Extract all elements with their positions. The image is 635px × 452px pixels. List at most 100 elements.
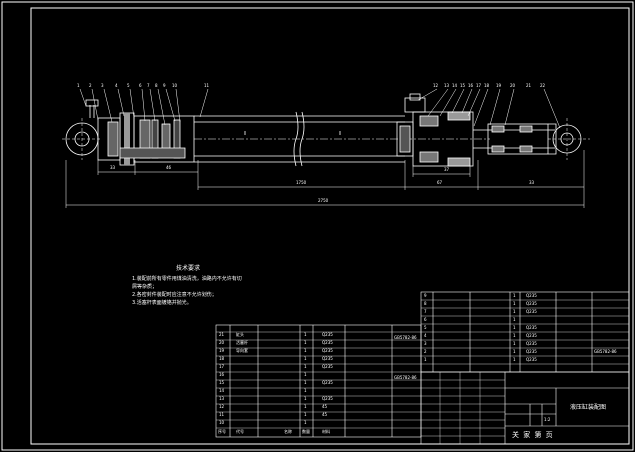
- bom-header-name: 名称: [284, 429, 292, 434]
- bom-row-qty: 1: [304, 340, 307, 345]
- bom-row-no: 10: [219, 420, 225, 425]
- bom-row-qty: 1: [513, 317, 516, 322]
- drawing-title: 液压缸装配图: [570, 404, 607, 411]
- bom-row-qty: 1: [304, 380, 307, 385]
- bom-std-code: GB5782-86: [394, 375, 417, 380]
- bom-row-material: Q235: [322, 396, 333, 401]
- bom-row-material: Q235: [322, 340, 333, 345]
- dim-right-section: 67: [437, 180, 443, 185]
- bom-row-material: Q235: [526, 301, 537, 306]
- bom-row-qty: 1: [513, 333, 516, 338]
- balloon-15: 15: [460, 83, 466, 88]
- balloon-4: 4: [115, 83, 118, 88]
- bom-row-no: 1: [424, 357, 427, 362]
- bom-row-no: 14: [219, 388, 225, 393]
- notes-title: 技术要求: [176, 265, 201, 272]
- bom-row-material: Q235: [322, 380, 333, 385]
- dim-rod-section: 37: [444, 167, 450, 172]
- bom-right-rows: [421, 299, 629, 365]
- bom-row-no: 9: [424, 293, 427, 298]
- balloon-13: 13: [444, 83, 450, 88]
- bom-row-no: 16: [219, 372, 225, 377]
- balloon-9: 9: [163, 83, 166, 88]
- balloon-17: 17: [476, 83, 482, 88]
- bom-row-no: 20: [219, 340, 225, 345]
- bom-row-name: 活塞杆: [236, 340, 248, 345]
- balloon-7: 7: [147, 83, 150, 88]
- bom-row-no: 17: [219, 364, 225, 369]
- balloon-10: 10: [172, 83, 178, 88]
- bom-row-material: Q235: [526, 325, 537, 330]
- bom-row-material: Q235: [526, 349, 537, 354]
- bom-row-qty: 1: [304, 412, 307, 417]
- bom-row-qty: 1: [304, 404, 307, 409]
- balloon-12: 12: [433, 83, 439, 88]
- sheet-stamp: 关 家 第 页: [512, 431, 554, 439]
- bom-row-no: 2: [424, 349, 427, 354]
- balloon-14: 14: [452, 83, 458, 88]
- cylinder-assembly: [62, 93, 590, 167]
- bom-row-material: Q235: [322, 364, 333, 369]
- balloon-5: 5: [127, 83, 130, 88]
- balloon-8: 8: [155, 83, 158, 88]
- bom-row-no: 12: [219, 404, 225, 409]
- balloon-11: 11: [204, 83, 210, 88]
- bom-row-no: 11: [219, 412, 225, 417]
- note-line-4: 3.活塞杆表面镀铬并抛光。: [132, 300, 192, 306]
- bom-row-name: 缸头: [236, 332, 244, 337]
- bom-row-no: 13: [219, 396, 225, 401]
- dim-left-piston: 46: [166, 165, 172, 170]
- bom-row-qty: 1: [304, 332, 307, 337]
- dim-left-end: 33: [110, 165, 116, 170]
- dim-stroke: 1750: [296, 180, 307, 185]
- bom-std-code: GB5782-86: [394, 335, 417, 340]
- bom-row-qty: 1: [304, 388, 307, 393]
- bom-row-no: 7: [424, 309, 427, 314]
- bom-row-qty: 1: [304, 420, 307, 425]
- balloon-1: 1: [77, 83, 80, 88]
- bom-row-qty: 1: [513, 301, 516, 306]
- bom-row-no: 5: [424, 325, 427, 330]
- bom-row-material: Q235: [322, 332, 333, 337]
- balloon-leaders: [79, 88, 561, 129]
- bom-row-qty: 1: [304, 356, 307, 361]
- balloon-18: 18: [484, 83, 490, 88]
- bom-header-material: 材料: [322, 429, 330, 434]
- bom-header-no: 序号: [218, 429, 226, 434]
- bom-row-qty: 1: [304, 348, 307, 353]
- bom-left-rows: [216, 331, 421, 429]
- bom-row-no: 21: [219, 332, 225, 337]
- bom-header-qty: 数量: [302, 429, 310, 434]
- balloon-21: 21: [526, 83, 532, 88]
- note-line-2: 屑等杂质；: [132, 284, 158, 290]
- balloon-16: 16: [468, 83, 474, 88]
- bom-row-material: 45: [322, 412, 328, 417]
- bom-row-no: 18: [219, 356, 225, 361]
- bom-row-qty: 1: [304, 364, 307, 369]
- bom-row-name: 导向套: [236, 348, 248, 353]
- dimension-lines: [65, 150, 585, 208]
- dim-overall-length: 2750: [318, 198, 329, 203]
- note-line-1: 1.装配前所有零件用煤油清洗，油路内不允许有切: [132, 276, 242, 282]
- bom-row-material: Q235: [526, 357, 537, 362]
- inner-frame: [30, 7, 630, 445]
- bom-row-qty: 1: [513, 309, 516, 314]
- bom-row-material: Q235: [322, 356, 333, 361]
- note-line-3: 2.各密封件装配时应注意不允许划伤；: [132, 292, 217, 298]
- balloon-22: 22: [540, 83, 546, 88]
- bom-row-no: 6: [424, 317, 427, 322]
- bom-row-material: 45: [322, 404, 328, 409]
- bom-row-material: Q235: [526, 341, 537, 346]
- bom-row-qty: 1: [513, 293, 516, 298]
- dim-right-end: 33: [529, 180, 535, 185]
- bom-row-qty: 1: [513, 341, 516, 346]
- bom-row-qty: 1: [513, 357, 516, 362]
- bom-row-material: Q235: [526, 309, 537, 314]
- bom-row-no: 4: [424, 333, 427, 338]
- drawing-scale: 1:2: [544, 417, 551, 422]
- bom-row-qty: 1: [304, 396, 307, 401]
- balloon-6: 6: [139, 83, 142, 88]
- bom-header-std: 代号: [236, 429, 244, 434]
- title-block-left-rows: [421, 372, 505, 444]
